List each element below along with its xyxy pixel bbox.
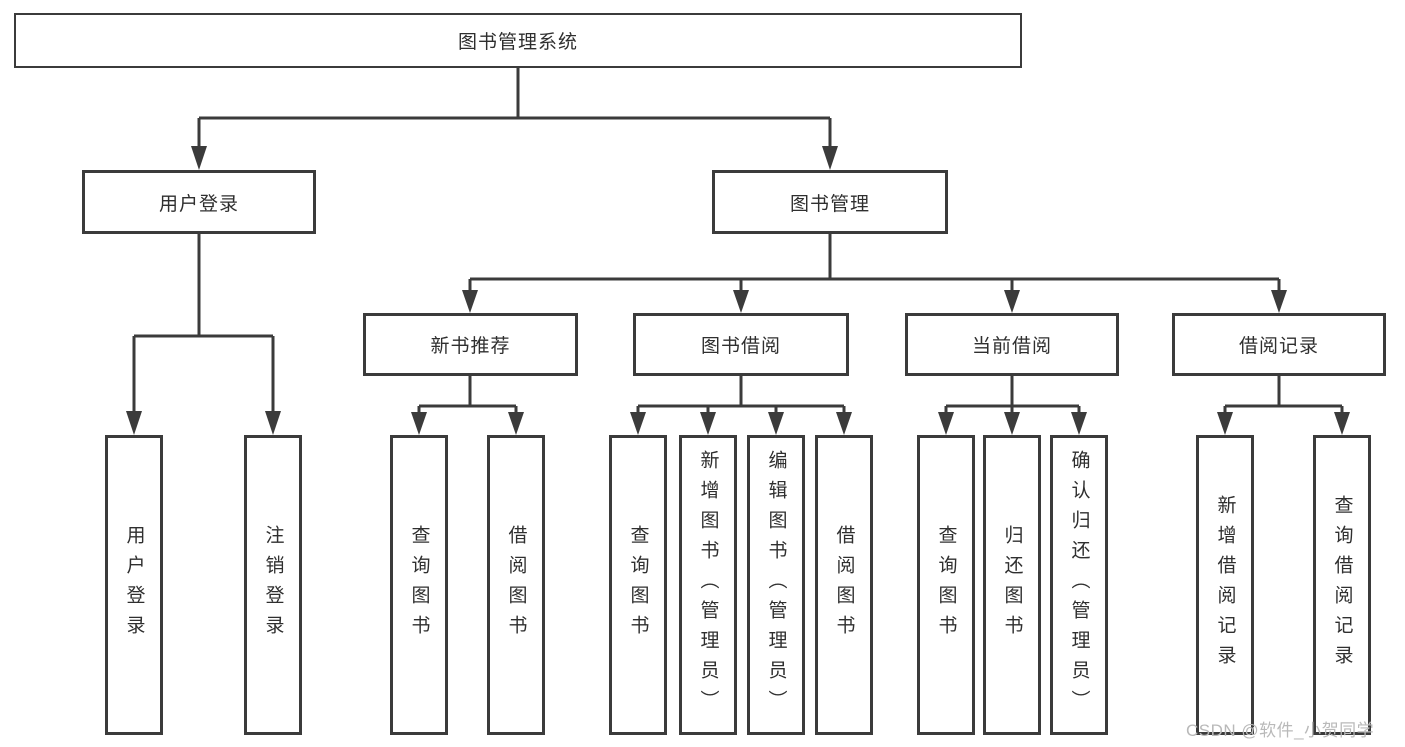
- node-new-book: 新书推荐: [363, 313, 578, 376]
- node-current-borrow: 当前借阅: [905, 313, 1119, 376]
- connector-user-login-children: [126, 234, 281, 435]
- node-user-login-label: 用户登录: [158, 193, 239, 215]
- node-leaf-confirm-return-admin-label: 确认归还（管理员）: [1068, 450, 1090, 720]
- csdn-watermark: CSDN @软件_小贺同学: [1186, 721, 1375, 740]
- node-borrow-record-label: 借阅记录: [1238, 336, 1319, 357]
- node-leaf-add-book-admin: 新增图书（管理员）: [679, 435, 737, 735]
- node-leaf-logout-label: 注销登录: [262, 525, 284, 645]
- node-user-login: 用户登录: [82, 170, 316, 234]
- node-leaf-return-book: 归还图书: [983, 435, 1041, 735]
- node-leaf-logout: 注销登录: [244, 435, 302, 735]
- node-book-borrow: 图书借阅: [633, 313, 849, 376]
- node-leaf-user-login: 用户登录: [105, 435, 163, 735]
- node-root-label: 图书管理系统: [457, 32, 578, 53]
- connector-book-borrow-children: [630, 376, 852, 435]
- node-leaf-borrow-query: 查询图书: [609, 435, 667, 735]
- node-leaf-current-query-label: 查询图书: [935, 525, 957, 645]
- node-book-borrow-label: 图书借阅: [700, 336, 781, 357]
- node-book-mgmt-label: 图书管理: [789, 193, 870, 215]
- node-leaf-new-book-query-label: 查询图书: [408, 525, 430, 645]
- node-leaf-confirm-return-admin: 确认归还（管理员）: [1050, 435, 1108, 735]
- node-leaf-return-book-label: 归还图书: [1001, 525, 1023, 645]
- connector-root-to-level2: [191, 68, 838, 170]
- node-leaf-add-record: 新增借阅记录: [1196, 435, 1254, 735]
- node-borrow-record: 借阅记录: [1172, 313, 1386, 376]
- node-leaf-new-book-borrow-label: 借阅图书: [505, 525, 527, 645]
- node-leaf-edit-book-admin: 编辑图书（管理员）: [747, 435, 805, 735]
- node-leaf-borrow-query-label: 查询图书: [627, 525, 649, 645]
- node-leaf-borrow-book: 借阅图书: [815, 435, 873, 735]
- node-leaf-user-login-label: 用户登录: [123, 525, 145, 645]
- node-current-borrow-label: 当前借阅: [971, 336, 1052, 357]
- node-leaf-query-record-label: 查询借阅记录: [1331, 495, 1353, 675]
- node-book-mgmt: 图书管理: [712, 170, 948, 234]
- node-leaf-query-record: 查询借阅记录: [1313, 435, 1371, 735]
- connector-borrow-record-children: [1217, 376, 1350, 435]
- node-new-book-label: 新书推荐: [430, 336, 511, 357]
- node-leaf-new-book-query: 查询图书: [390, 435, 448, 735]
- node-leaf-add-book-admin-label: 新增图书（管理员）: [697, 450, 719, 720]
- connector-current-borrow-children: [938, 376, 1087, 435]
- node-leaf-new-book-borrow: 借阅图书: [487, 435, 545, 735]
- connector-book-mgmt-children: [462, 234, 1287, 313]
- node-leaf-current-query: 查询图书: [917, 435, 975, 735]
- connector-new-book-children: [411, 376, 524, 435]
- node-root: 图书管理系统: [14, 13, 1022, 68]
- node-leaf-edit-book-admin-label: 编辑图书（管理员）: [765, 450, 787, 720]
- node-leaf-borrow-book-label: 借阅图书: [833, 525, 855, 645]
- node-leaf-add-record-label: 新增借阅记录: [1214, 495, 1236, 675]
